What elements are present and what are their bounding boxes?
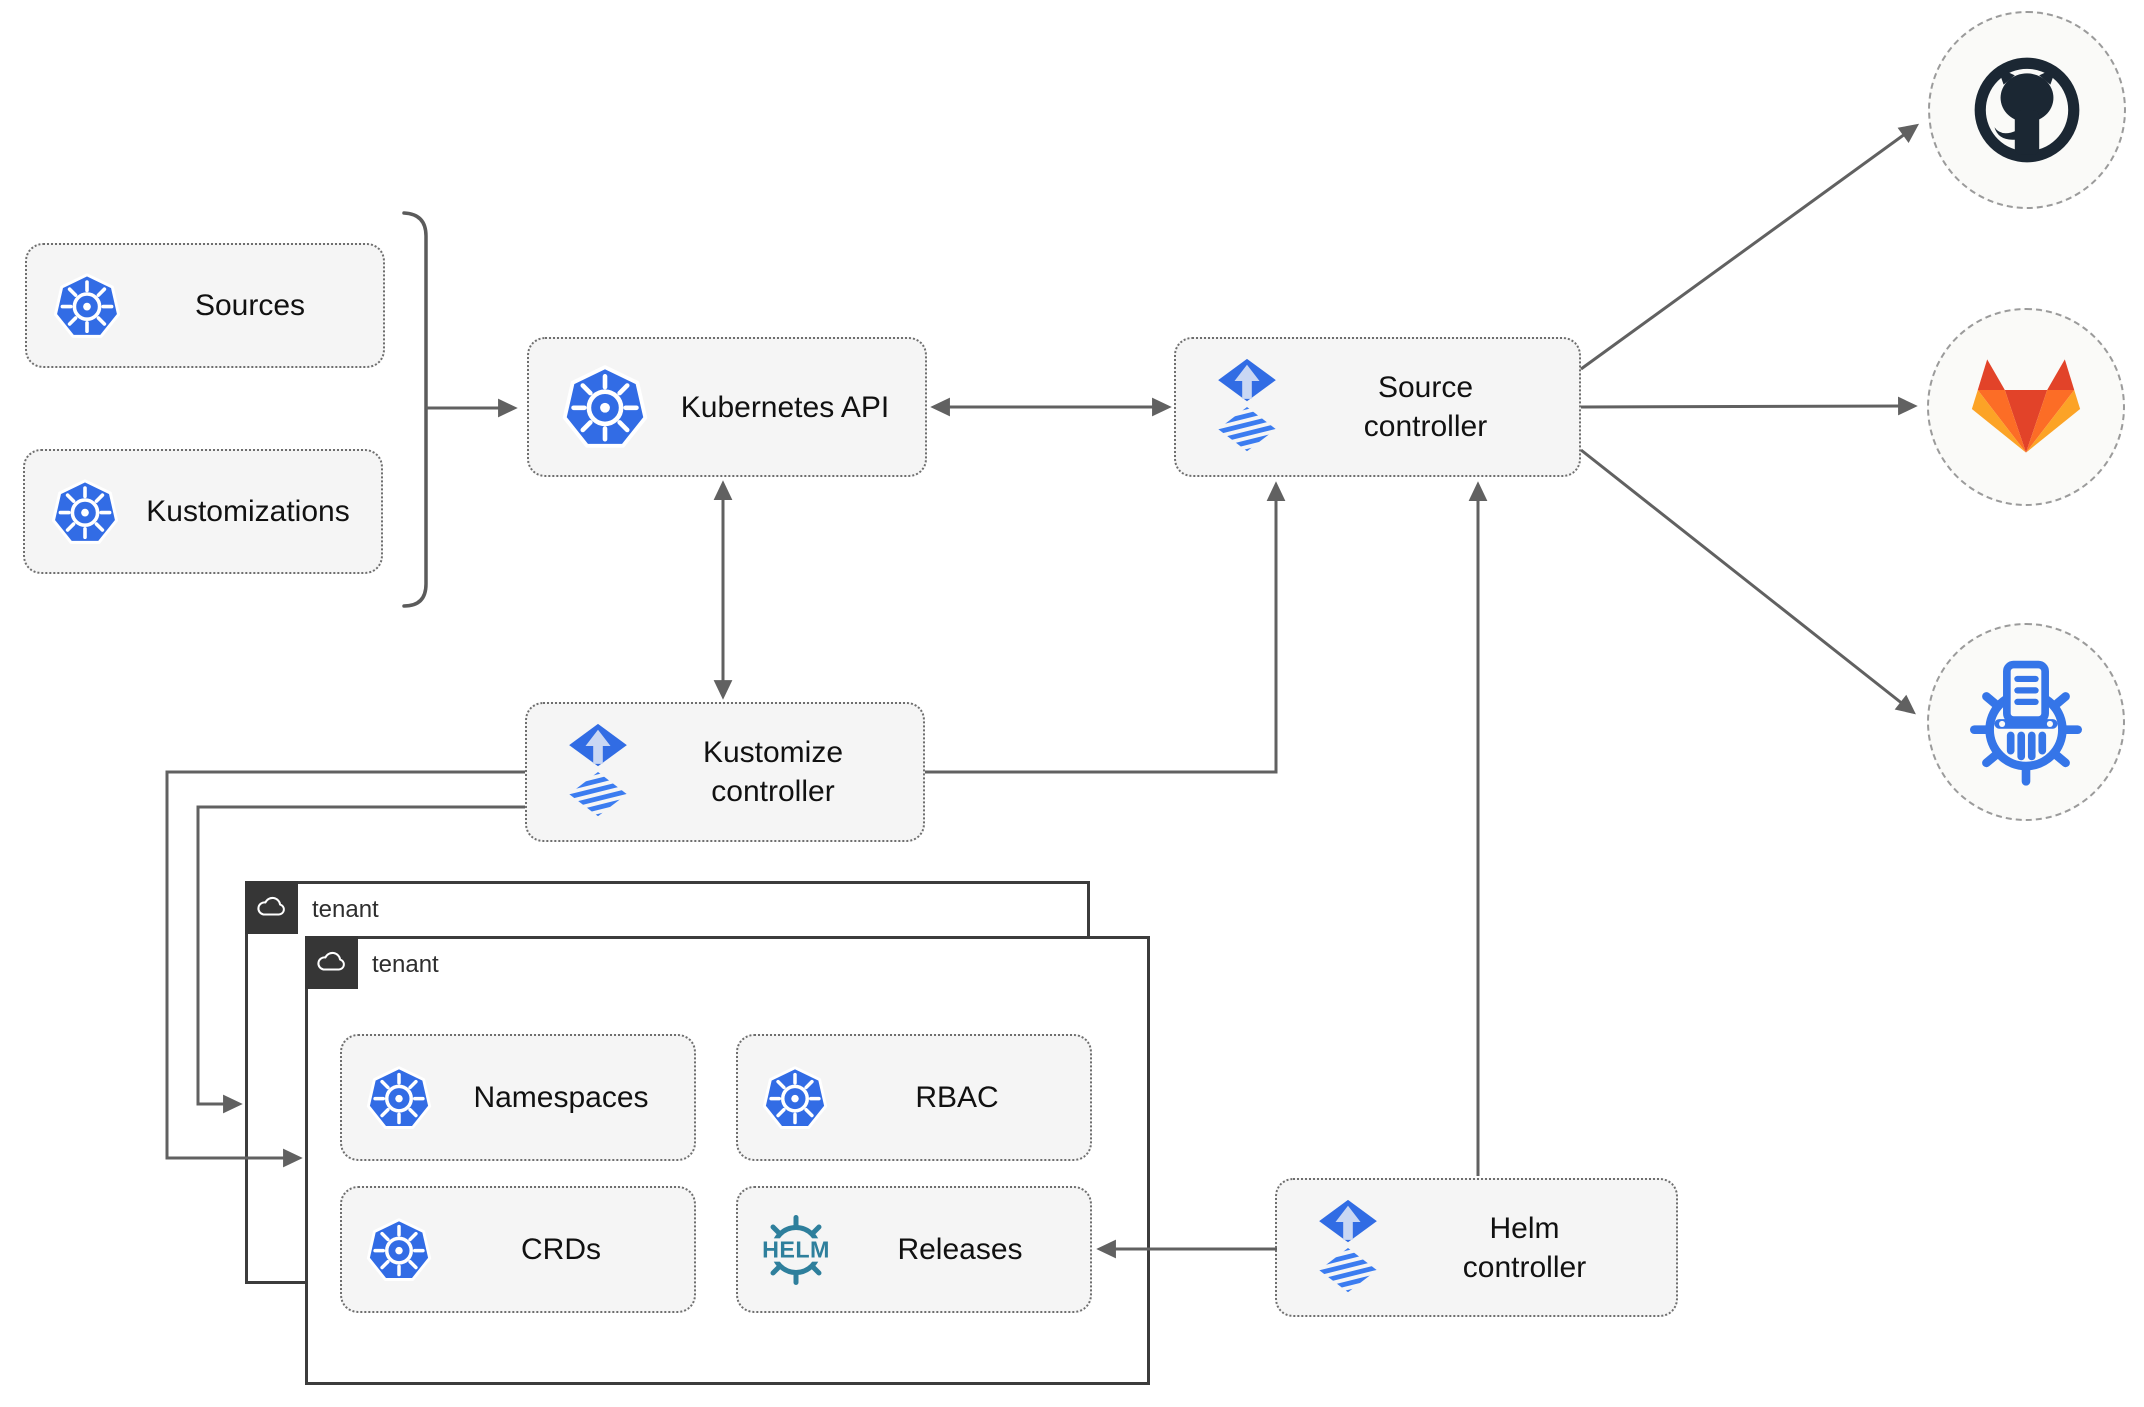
cloud-icon — [315, 950, 349, 975]
kubernetes-icon — [51, 270, 123, 342]
kustomizations-node: Kustomizations — [23, 449, 383, 574]
rbac-node: RBAC — [736, 1034, 1092, 1161]
gitlab-repository-circle — [1927, 308, 2125, 506]
kubernetes-icon — [364, 1063, 434, 1133]
gitlab-icon — [1971, 359, 2081, 453]
arrow-source-controller-to-chart-repository — [1580, 448, 1916, 715]
helm-logo-text: HELM — [762, 1236, 830, 1262]
kubernetes-icon — [364, 1215, 434, 1285]
kubernetes-icon — [760, 1063, 830, 1133]
flux-icon — [567, 722, 629, 822]
node-label: Releases — [897, 1233, 1023, 1266]
tenant-label: tenant — [372, 951, 439, 978]
namespaces-node: Namespaces — [340, 1034, 696, 1161]
kubernetes-icon — [559, 361, 651, 453]
releases-node: HELM Releases — [736, 1186, 1092, 1313]
flux-icon — [1216, 357, 1278, 457]
tenant-tab — [245, 881, 298, 934]
tenant-label: tenant — [312, 896, 379, 923]
node-label: Namespaces — [473, 1081, 649, 1114]
helm-icon: HELM — [756, 1210, 836, 1290]
node-label: RBAC — [915, 1081, 999, 1114]
arrow-source-controller-to-gitlab — [1580, 396, 1918, 416]
crds-node: CRDs — [340, 1186, 696, 1313]
sources-node: Sources — [25, 243, 385, 368]
arrow-kustomize-controller-to-source-controller — [925, 481, 1286, 774]
tenant-tab — [305, 936, 358, 989]
kubernetes-api-node: Kubernetes API — [527, 337, 927, 477]
helm-chart-repository-circle — [1927, 623, 2125, 821]
cloud-icon — [255, 895, 289, 920]
chartmuseum-icon — [1970, 660, 2082, 786]
node-label: Kubernetes API — [680, 390, 890, 424]
kubernetes-icon — [49, 476, 121, 548]
github-icon — [1974, 57, 2080, 163]
flux-icon — [1317, 1198, 1379, 1298]
arrow-source-controller-to-github — [1580, 123, 1920, 371]
github-repository-circle — [1928, 11, 2126, 209]
bracket-connector — [402, 211, 428, 608]
node-label: Sources — [194, 289, 306, 322]
node-label: Kustomizations — [146, 495, 350, 528]
node-label: CRDs — [521, 1233, 601, 1266]
